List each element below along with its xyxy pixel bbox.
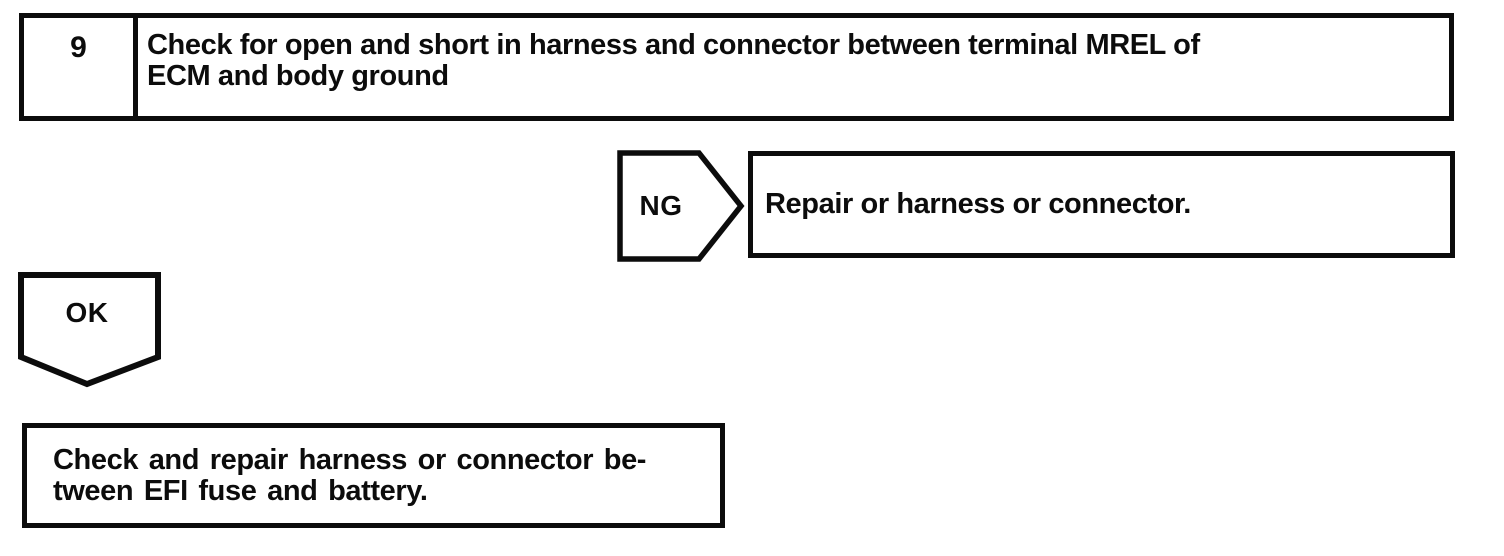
ng-arrow-shape — [617, 150, 745, 262]
ok-pentagon-icon — [18, 272, 161, 388]
ng-result-box: Repair or harness or connector. — [748, 151, 1455, 258]
final-action-line-2: tween EFI fuse and battery. — [53, 475, 428, 507]
final-action-line-1: Check and repair harness or connector be… — [53, 444, 647, 476]
step-instruction-line-1: Check for open and short in harness and … — [147, 29, 1200, 61]
step-number: 9 — [24, 18, 138, 116]
final-action-box: Check and repair harness or connector be… — [22, 423, 725, 528]
ok-arrow-shape — [18, 272, 161, 388]
step-box: 9 Check for open and short in harness an… — [19, 13, 1454, 121]
ok-label: OK — [65, 297, 109, 328]
ng-pentagon-icon — [617, 150, 745, 262]
step-instruction: Check for open and short in harness and … — [138, 18, 1449, 116]
step-instruction-line-2: ECM and body ground — [147, 60, 449, 92]
ng-label: NG — [639, 190, 683, 221]
ng-result-text: Repair or harness or connector. — [765, 188, 1191, 220]
